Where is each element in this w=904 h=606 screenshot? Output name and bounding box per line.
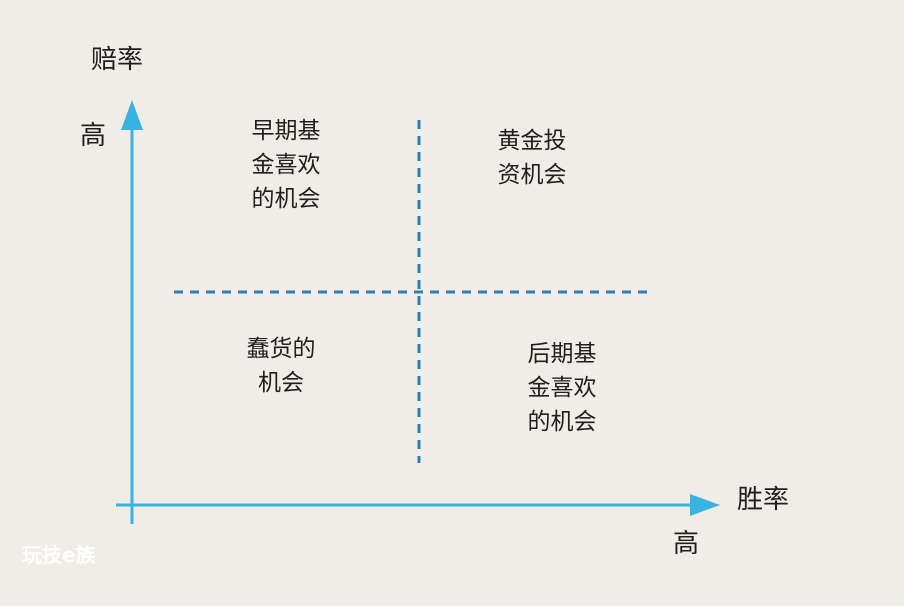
x-axis-title: 胜率 xyxy=(737,485,790,515)
quadrant-top-left-line-1: 早期基 xyxy=(251,118,321,144)
quadrant-bottom-right: 后期基 金喜欢 的机会 xyxy=(507,337,617,439)
quadrant-bottom-right-line-3: 的机会 xyxy=(527,409,597,435)
quadrant-bottom-right-line-1: 后期基 xyxy=(527,341,597,367)
quadrant-bottom-left-line-2: 机会 xyxy=(258,370,304,396)
y-axis-arrow xyxy=(121,100,143,130)
quadrant-top-left-line-3: 的机会 xyxy=(251,186,321,212)
quadrant-top-left-line-2: 金喜欢 xyxy=(251,152,321,178)
x-axis-arrow xyxy=(690,494,720,516)
quadrant-top-left: 早期基 金喜欢 的机会 xyxy=(231,114,341,216)
y-axis-title: 赔率 xyxy=(91,45,144,75)
quadrant-bottom-left: 蠢货的 机会 xyxy=(226,332,336,400)
x-axis-high-label: 高 xyxy=(673,529,700,559)
y-axis-high-label: 高 xyxy=(80,121,107,151)
quadrant-bottom-left-line-1: 蠢货的 xyxy=(246,336,316,362)
watermark-logo: 玩技e族 xyxy=(22,543,96,567)
quadrant-top-right-line-1: 黄金投 xyxy=(497,128,567,154)
quadrant-top-right-line-2: 资机会 xyxy=(497,162,567,188)
quadrant-bottom-right-line-2: 金喜欢 xyxy=(527,375,597,401)
quadrant-top-right: 黄金投 资机会 xyxy=(477,124,587,192)
